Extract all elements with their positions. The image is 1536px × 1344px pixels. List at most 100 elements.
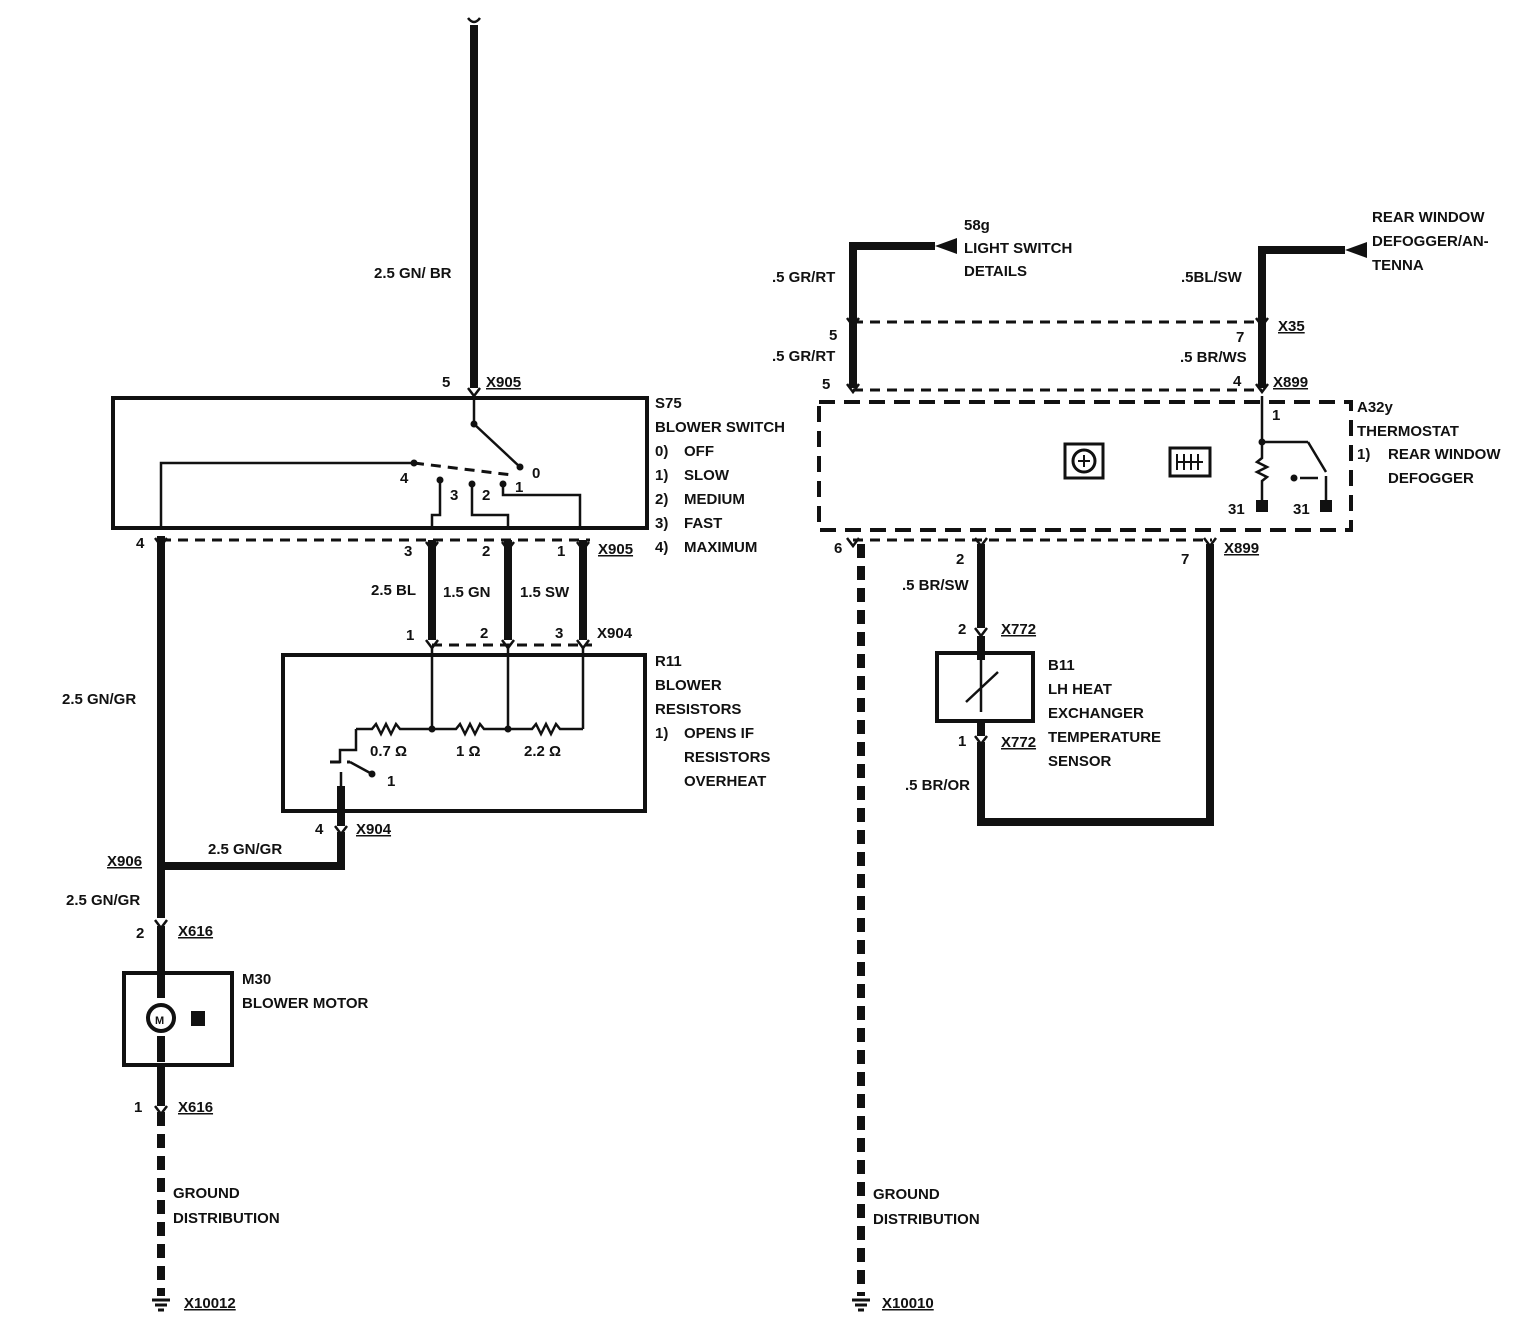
- arrow-light-switch: [935, 238, 957, 254]
- label-therm-defogger: DEFOGGER: [1388, 470, 1474, 487]
- label-pin-x772-1: 1: [958, 733, 966, 750]
- label-rear-window: REAR WINDOW: [1372, 209, 1485, 226]
- label-x35: X35: [1278, 318, 1305, 335]
- label-lh-heat: LH HEAT: [1048, 681, 1112, 698]
- label-wire-25-gn-br: 2.5 GN/ BR: [374, 265, 452, 282]
- label-wire-bror: .5 BR/OR: [905, 777, 970, 794]
- label-wire-brws: .5 BR/WS: [1180, 349, 1247, 366]
- label-switch-1: 1: [515, 479, 523, 496]
- label-ground-left-1: GROUND: [173, 1185, 240, 1202]
- motor-symbol-icon: [191, 1011, 205, 1026]
- label-pin-x616-2: 2: [136, 925, 144, 942]
- wire-top-arrow: [467, 17, 481, 24]
- label-pin-th-2: 2: [956, 551, 964, 568]
- label-switch-3: 3: [450, 487, 458, 504]
- connector-x905-top: [467, 387, 481, 399]
- label-wire-grrt-top: .5 GR/RT: [772, 269, 835, 286]
- thermal-fuse: [330, 729, 358, 764]
- label-ground-right-1: GROUND: [873, 1186, 940, 1203]
- label-defogger-an: DEFOGGER/AN-: [1372, 233, 1489, 250]
- label-tenna: TENNA: [1372, 257, 1424, 274]
- label-pos1-text: SLOW: [684, 467, 730, 484]
- label-x906: X906: [107, 853, 142, 870]
- wire-grrt: [849, 242, 935, 388]
- switch-pos1-wire: [501, 484, 582, 530]
- label-pos2: 2): [655, 491, 668, 508]
- label-ground-left-2: DISTRIBUTION: [173, 1210, 280, 1227]
- label-wire-low-gn-gr: 2.5 GN/GR: [66, 892, 140, 909]
- label-a32y: A32y: [1357, 399, 1394, 416]
- label-r1: 1 Ω: [456, 743, 481, 760]
- label-switch-4: 4: [400, 470, 409, 487]
- label-pin-x772-2: 2: [958, 621, 966, 638]
- label-pin-5: 5: [442, 374, 450, 391]
- label-sensor: SENSOR: [1048, 753, 1112, 770]
- label-therm-31a: 31: [1228, 501, 1245, 518]
- label-wire-left-gn-gr: 2.5 GN/GR: [62, 691, 136, 708]
- label-light-switch: LIGHT SWITCH: [964, 240, 1072, 257]
- label-wire-15-sw: 1.5 SW: [520, 584, 570, 601]
- label-pos4: 4): [655, 539, 668, 556]
- label-x10010: X10010: [882, 1295, 934, 1312]
- label-r-pin3: 3: [555, 625, 563, 642]
- thermostat-resistor: [1254, 442, 1270, 500]
- m30-motor-box: [122, 971, 234, 1067]
- label-pos3-text: FAST: [684, 515, 722, 532]
- label-x10012: X10012: [184, 1295, 236, 1312]
- label-pin-th-6: 6: [834, 540, 842, 557]
- label-x772-bottom: X772: [1001, 734, 1036, 751]
- label-note-resistors: RESISTORS: [684, 749, 770, 766]
- label-wire-mid-gn-gr: 2.5 GN/GR: [208, 841, 282, 858]
- label-x772-top: X772: [1001, 621, 1036, 638]
- label-overheat: OVERHEAT: [684, 773, 766, 790]
- label-pin-b4: 4: [136, 535, 145, 552]
- switch-positions-dashed: [413, 461, 513, 477]
- label-pin-x899-5: 5: [822, 376, 830, 393]
- s75-switch-box: [111, 396, 649, 530]
- switch-pos4-wire: [159, 461, 414, 528]
- label-s75: S75: [655, 395, 682, 412]
- label-x616-top: X616: [178, 923, 213, 940]
- label-pin-x616-1: 1: [134, 1099, 142, 1116]
- label-wire-brsw: .5 BR/SW: [902, 577, 970, 594]
- label-pos1: 1): [655, 467, 668, 484]
- label-details: DETAILS: [964, 263, 1027, 280]
- label-r07: 0.7 Ω: [370, 743, 407, 760]
- label-blower-switch: BLOWER SWITCH: [655, 419, 785, 436]
- label-pos0-text: OFF: [684, 443, 714, 460]
- label-blower: BLOWER: [655, 677, 722, 694]
- ground-icon-right: [852, 1298, 870, 1312]
- b11-sensor-box: [935, 651, 1035, 723]
- thermostat-circuit: [817, 238, 1367, 1312]
- switch-pos2-wire: [470, 484, 510, 530]
- label-therm-31b: 31: [1293, 501, 1310, 518]
- label-ground-right-2: DISTRIBUTION: [873, 1211, 980, 1228]
- blower-circuit: [111, 17, 649, 1312]
- label-x616-bottom: X616: [178, 1099, 213, 1116]
- label-x904-top: X904: [597, 625, 633, 642]
- switch-blade: [473, 423, 521, 468]
- label-therm-rear-window: REAR WINDOW: [1388, 446, 1501, 463]
- label-thermostat: THERMOSTAT: [1357, 423, 1459, 440]
- wire-bror: [977, 544, 1214, 826]
- sensor-symbol: [965, 660, 999, 712]
- label-pin-x899-4: 4: [1233, 373, 1242, 390]
- label-switch-2: 2: [482, 487, 490, 504]
- a32y-thermostat-box: [817, 400, 1353, 532]
- label-exchanger: EXCHANGER: [1048, 705, 1144, 722]
- label-pin-b3: 3: [404, 543, 412, 560]
- label-pos4-text: MAXIMUM: [684, 539, 757, 556]
- label-blower-motor: BLOWER MOTOR: [242, 995, 369, 1012]
- thermostat-switch: [1300, 441, 1328, 480]
- resistor-chain: [356, 721, 583, 737]
- label-pos2-text: MEDIUM: [684, 491, 745, 508]
- label-58g: 58g: [964, 217, 990, 234]
- label-pos0: 0): [655, 443, 668, 460]
- label-motor-m: M: [155, 1015, 164, 1027]
- label-temperature: TEMPERATURE: [1048, 729, 1161, 746]
- label-pin-b1: 1: [557, 543, 565, 560]
- label-r22: 2.2 Ω: [524, 743, 561, 760]
- switch-pos3-wire: [430, 480, 442, 530]
- label-x899-bottom: X899: [1224, 540, 1259, 557]
